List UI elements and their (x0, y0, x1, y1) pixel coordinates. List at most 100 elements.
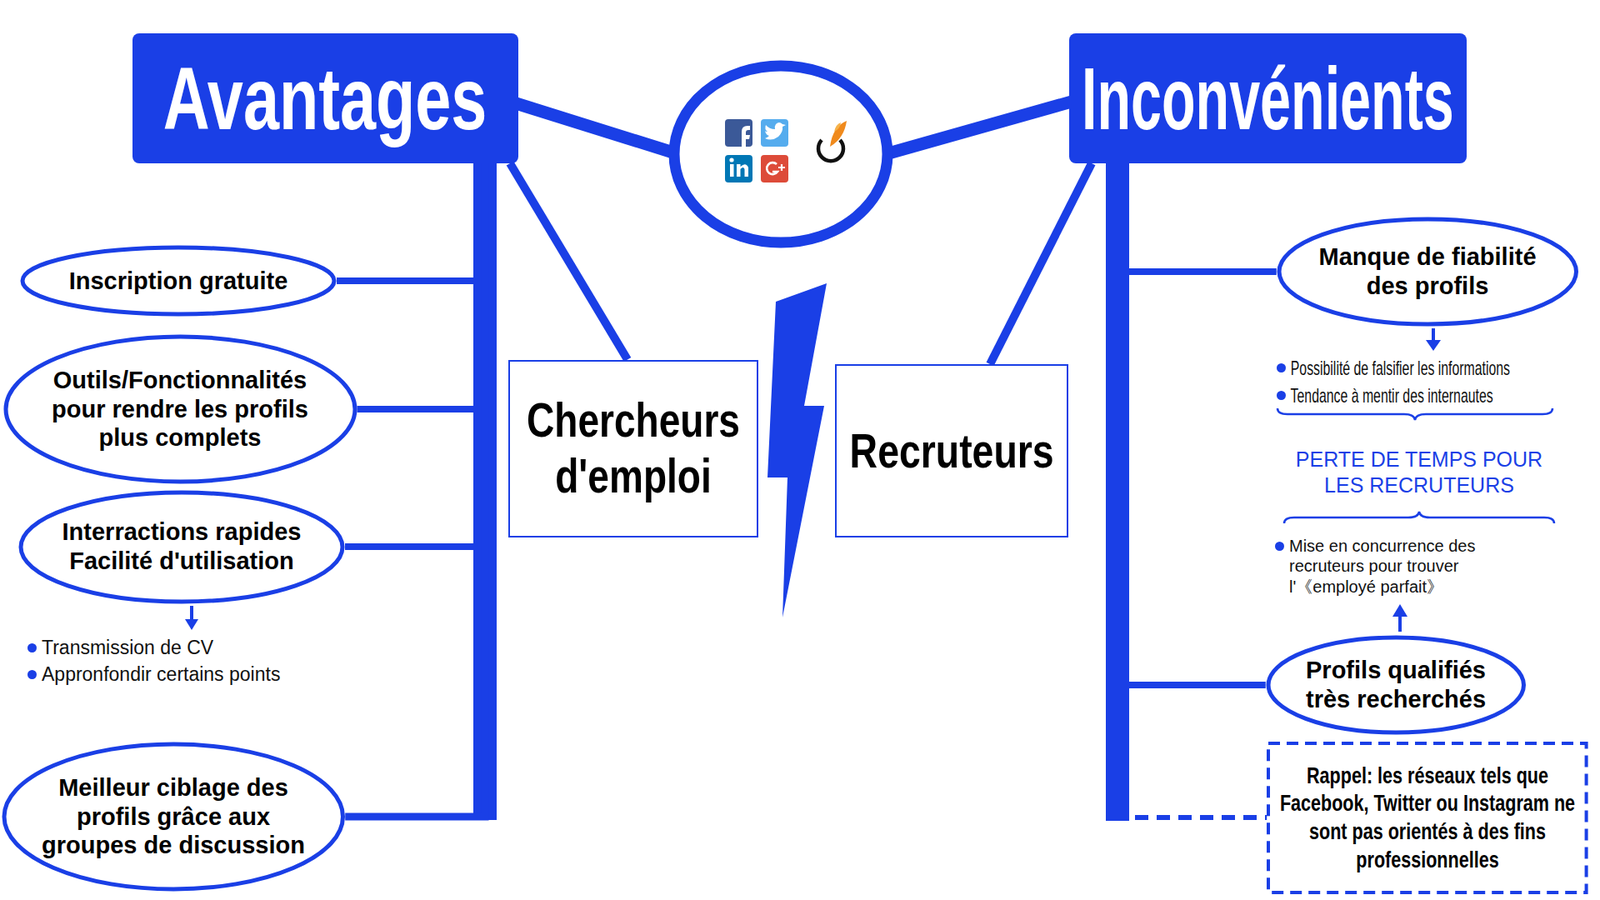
hub-line-right (870, 98, 1084, 159)
label-text: Appronfondir certains points (41, 662, 280, 688)
connector (336, 163, 485, 281)
advantage-ellipse: Outils/Fonctionnalités pour rendre les p… (3, 334, 358, 485)
leader-shaft (1431, 328, 1435, 342)
viadeo-icon (818, 120, 847, 161)
connector (1117, 163, 1266, 685)
node-text: Meilleur ciblage des profils grâce aux g… (35, 773, 311, 860)
actor-box: Recruteurs (835, 364, 1069, 538)
leader-shaft (190, 605, 194, 621)
ellipse-shape (1279, 219, 1577, 325)
linkedin-n (736, 164, 749, 177)
viadeo-leaf (830, 120, 847, 147)
bullet-note: Transmission de CV (27, 635, 214, 661)
ellipse-outline (1276, 216, 1580, 327)
connector (357, 163, 486, 410)
reminder-box: Rappel: les réseaux tels que Facebook, T… (1266, 741, 1589, 895)
node-text: Manque de fiabilité des profils (1306, 242, 1549, 301)
label-text: Transmission de CV (41, 635, 214, 661)
linkedin-dot (729, 157, 734, 162)
emphasis-note: PERTE DE TEMPS POUR LES RECRUTEURS (1281, 446, 1557, 500)
bullet-note: Possibilité de falsifier les information… (1276, 355, 1510, 381)
bullet-dot (27, 643, 37, 653)
label-text: Tendance à mentir des internautes (1290, 382, 1494, 409)
node-text-group: Inconvénients (1081, 50, 1455, 148)
leader-head (1425, 340, 1441, 351)
brace-bottom (1284, 511, 1555, 524)
label-text: Possibilité de falsifier les information… (1290, 355, 1510, 381)
node-text: Interractions rapides (62, 517, 302, 547)
twitter-icon (760, 119, 789, 147)
bullet-note: Appronfondir certains points (27, 662, 280, 688)
bullet-dot (1276, 390, 1286, 400)
social-hub-circle (674, 65, 888, 243)
ellipse-shape (4, 744, 344, 890)
node-text-group: Rappel: les réseaux tels que Facebook, T… (1273, 761, 1582, 874)
facebook-glyph (741, 125, 750, 147)
node-text-group: Interractions rapidesFacilité d'utilisat… (62, 517, 302, 576)
actor-box: Chercheurs d'emploi (508, 360, 759, 538)
hub-line-left (500, 98, 692, 159)
linkedin-bar (730, 164, 735, 177)
node-text-group: Manque de fiabilité des profils (1306, 242, 1549, 301)
leader-shaft (1398, 615, 1402, 632)
leader-arrow-up-right (1392, 604, 1408, 632)
drawback-ellipse: Manque de fiabilité des profils (1276, 216, 1580, 327)
linkedin-icon (725, 155, 753, 183)
ellipse-shape (1268, 637, 1525, 733)
ellipse-shape (20, 492, 343, 602)
leader-head (185, 619, 199, 630)
bullet-note: Mise en concurrence des recruteurs pour … (1275, 535, 1523, 597)
advantage-ellipse: Interractions rapidesFacilité d'utilisat… (18, 490, 345, 605)
connector (345, 163, 485, 817)
node-text-group: Chercheurs d'emploi (520, 392, 746, 504)
leader-head (1392, 604, 1408, 617)
twitter-bird (765, 122, 786, 140)
node-text-group: Meilleur ciblage des profils grâce aux g… (35, 773, 311, 860)
googleplus-tile (760, 155, 789, 183)
bullet-note: Tendance à mentir des internautes (1276, 382, 1494, 409)
viadeo-leaf-small (834, 122, 841, 132)
leader-arrow-down-right (1425, 328, 1441, 351)
bullet-dot (1276, 363, 1286, 373)
leader-arrow-down-left (185, 605, 199, 630)
connector (990, 163, 1092, 365)
facebook-tile (725, 119, 753, 147)
dashed-rect (1268, 743, 1587, 893)
node-text-group: Outils/Fonctionnalités pour rendre les p… (38, 365, 322, 453)
node-text: Inscription gratuite (69, 266, 289, 296)
heading-box: Inconvénients (1069, 33, 1467, 164)
connector (345, 163, 485, 547)
ellipse-outline (1265, 635, 1527, 735)
ellipse-outline (18, 490, 345, 605)
googleplus-plus (778, 164, 785, 171)
label-text: PERTE DE TEMPS POUR LES RECRUTEURS (1281, 446, 1557, 500)
node-text-group: Avantages (163, 50, 488, 148)
advantage-ellipse: Inscription gratuite (20, 245, 337, 317)
node-text: Outils/Fonctionnalités pour rendre les p… (38, 365, 322, 453)
node-text: Facilité d'utilisation (69, 546, 295, 576)
twitter-tile (760, 119, 789, 147)
node-text: Avantages (163, 50, 487, 148)
node-text: Rappel: les réseaux tels que Facebook, T… (1273, 761, 1582, 874)
googleplus-icon (760, 155, 789, 183)
heading-box: Avantages (132, 33, 519, 164)
connector (1117, 163, 1277, 272)
node-text: Profils qualifiés très recherchés (1291, 655, 1500, 715)
advantage-ellipse: Meilleur ciblage des profils grâce aux g… (1, 741, 346, 892)
drawback-ellipse: Profils qualifiés très recherchés (1265, 635, 1527, 735)
bullet-dot (27, 670, 37, 680)
label-text: Mise en concurrence des recruteurs pour … (1289, 535, 1523, 597)
lightning-bolt (767, 283, 827, 618)
ellipse-shape (5, 336, 355, 482)
node-text-group: Recruteurs (849, 423, 1054, 480)
node-text: Recruteurs (849, 423, 1054, 480)
brace-top (1277, 408, 1553, 420)
connector (510, 163, 628, 360)
node-text-group: Inscription gratuite (69, 266, 289, 296)
facebook-icon (725, 119, 753, 147)
ellipse-shape (22, 247, 335, 315)
node-text: Inconvénients (1081, 50, 1455, 148)
node-text: Chercheurs d'emploi (520, 392, 746, 504)
bullet-dot (1275, 541, 1285, 551)
